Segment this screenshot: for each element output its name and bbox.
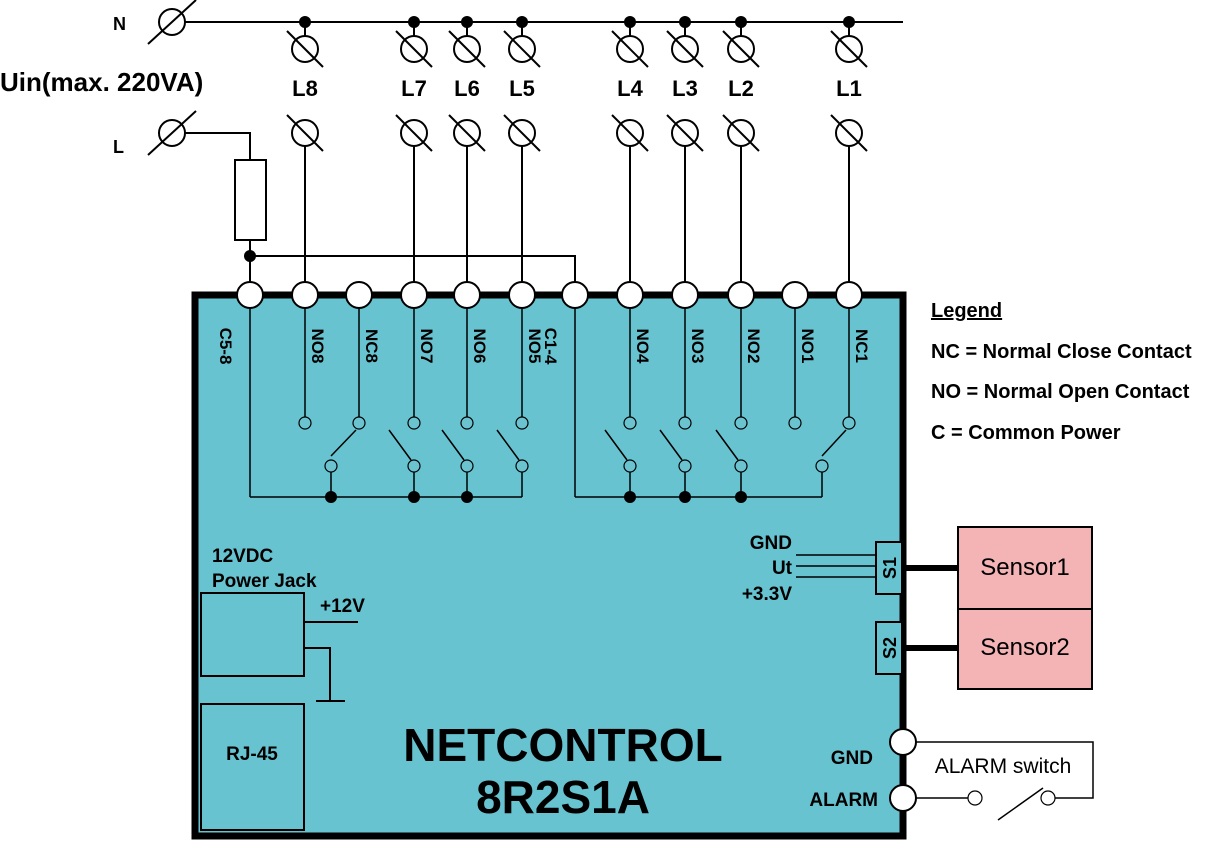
sensor-pin-ut: Ut xyxy=(772,558,793,579)
terminal-label-no8: NO8 xyxy=(308,329,327,364)
legend-item-c: C = Common Power xyxy=(931,422,1121,444)
s1-connector xyxy=(875,541,903,595)
controller-board xyxy=(191,291,907,840)
terminal-no7: NO7 xyxy=(400,281,436,364)
terminal-label-nc8: NC8 xyxy=(362,329,381,363)
s1-label: S1 xyxy=(880,557,900,579)
load-label-l2: L2 xyxy=(728,76,754,101)
terminal-no1: NO1 xyxy=(781,281,817,364)
terminal-label-no5: NO5 xyxy=(525,329,544,364)
terminal-no6: NO6 xyxy=(453,281,489,364)
load-label-l3: L3 xyxy=(672,76,698,101)
plus12v-label: +12V xyxy=(320,596,365,617)
common-power-link xyxy=(250,255,576,282)
load-l4: L4 xyxy=(611,16,649,282)
load-l7: L7 xyxy=(395,16,433,282)
terminal-no2: NO2 xyxy=(727,281,763,364)
power-jack xyxy=(200,592,305,677)
load-l1: L1 xyxy=(830,16,868,282)
legend-item-nc: NC = Normal Close Contact xyxy=(931,341,1192,363)
terminal-label-no1: NO1 xyxy=(798,329,817,364)
alarm-switch-contact xyxy=(997,787,1044,821)
input-voltage-label: Uin(max. 220VA) xyxy=(0,67,203,97)
terminal-label-c5-8: C5-8 xyxy=(216,328,235,365)
rj45-label: RJ-45 xyxy=(226,744,278,765)
load-label-l5: L5 xyxy=(509,76,535,101)
sensor2-label: Sensor2 xyxy=(980,634,1069,661)
alarm-switch-label: ALARM switch xyxy=(935,755,1072,778)
terminal-label-no4: NO4 xyxy=(633,329,652,365)
neutral-label: N xyxy=(113,14,126,34)
terminal-label-no7: NO7 xyxy=(417,329,436,364)
live-label: L xyxy=(113,137,124,157)
load-l6: L6 xyxy=(448,16,486,282)
load-label-l7: L7 xyxy=(401,76,427,101)
fuse xyxy=(234,159,267,241)
alarm-terminal xyxy=(889,784,917,812)
terminal-no5: NO5 xyxy=(508,281,544,364)
terminal-nc1: NC1 xyxy=(835,281,871,363)
sensor1-box xyxy=(957,526,1093,610)
sensor-pin-3v3: +3.3V xyxy=(742,584,793,605)
terminal-no8: NO8 xyxy=(291,281,327,364)
legend-title: Legend xyxy=(931,300,1002,322)
sensor2-box xyxy=(957,608,1093,690)
rj45-port xyxy=(200,703,305,831)
load-l2: L2 xyxy=(722,16,760,282)
terminal-label-c1-4: C1-4 xyxy=(541,328,560,365)
terminal-label-no2: NO2 xyxy=(744,329,763,364)
terminal-label-nc1: NC1 xyxy=(852,329,871,363)
model-code: 8R2S1A xyxy=(476,771,650,823)
terminal-c1-4: C1-4 xyxy=(541,281,589,365)
s2-connector xyxy=(875,621,903,675)
terminal-nc8: NC8 xyxy=(345,281,381,363)
power-jack-title: 12VDC xyxy=(212,546,274,567)
load-l3: L3 xyxy=(666,16,704,282)
legend-item-no: NO = Normal Open Contact xyxy=(931,381,1190,403)
s2-label: S2 xyxy=(880,637,900,659)
load-l5: L5 xyxy=(503,16,541,282)
terminal-no4: NO4 xyxy=(616,281,652,365)
load-l8: L8 xyxy=(286,16,324,282)
load-label-l8: L8 xyxy=(292,76,318,101)
gnd-terminal xyxy=(889,728,917,756)
power-jack-subtitle: Power Jack xyxy=(212,571,317,592)
load-label-l6: L6 xyxy=(454,76,480,101)
gnd-terminal-label: GND xyxy=(831,748,873,769)
alarm-terminal-label: ALARM xyxy=(809,790,878,811)
live-terminal xyxy=(147,110,197,156)
load-label-l1: L1 xyxy=(836,76,862,101)
load-label-l4: L4 xyxy=(617,76,643,101)
sensor1-label: Sensor1 xyxy=(980,554,1069,581)
model-name: NETCONTROL xyxy=(403,719,722,771)
terminal-label-no6: NO6 xyxy=(470,329,489,364)
terminal-label-no3: NO3 xyxy=(688,329,707,364)
sensor-pin-gnd: GND xyxy=(750,533,792,554)
